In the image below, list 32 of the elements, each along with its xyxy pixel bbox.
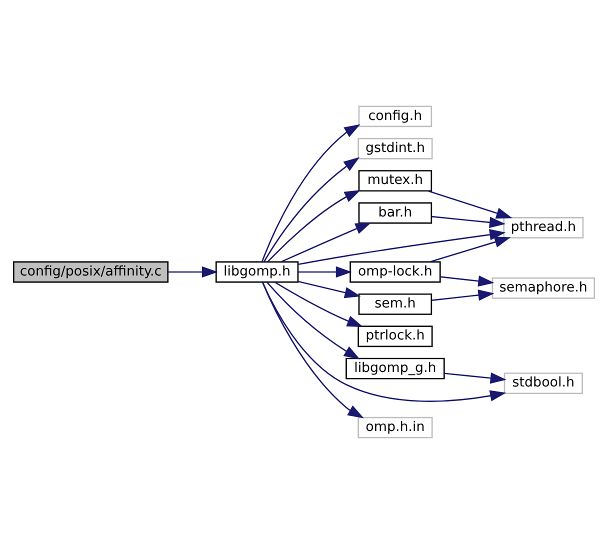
node-box: bar.h (358, 202, 432, 224)
node-box: libgomp_g.h (346, 358, 445, 380)
arrow (440, 275, 494, 287)
node-box: sem.h (358, 293, 432, 315)
node-box: config/posix/affinity.c (12, 261, 169, 283)
arrow (432, 216, 506, 228)
node-box: stdbool.h (504, 372, 583, 394)
arrow (280, 222, 372, 262)
node-box: config.h (358, 106, 432, 128)
arrow (262, 282, 506, 402)
arrow (298, 229, 506, 266)
arrow (267, 190, 361, 262)
arrow (298, 266, 352, 278)
node-box: mutex.h (358, 170, 432, 192)
arrow (266, 282, 360, 360)
node-box: omp.h.in (358, 416, 433, 438)
arrow (168, 266, 218, 278)
node-box: libgomp.h (215, 261, 299, 283)
arrow (430, 236, 511, 262)
arrow (432, 290, 494, 301)
arrow (261, 124, 360, 262)
arrow (264, 157, 360, 262)
arrow (298, 280, 361, 298)
node-box: omp-lock.h (350, 261, 441, 283)
node-box: pthread.h (503, 217, 584, 238)
node-box: semaphore.h (492, 277, 596, 299)
arrow (274, 282, 364, 327)
node-box: gstdint.h (358, 138, 433, 160)
node-box: ptrlock.h (358, 326, 433, 348)
arrow (262, 282, 364, 418)
arrow (428, 190, 512, 219)
arrow (444, 372, 506, 384)
